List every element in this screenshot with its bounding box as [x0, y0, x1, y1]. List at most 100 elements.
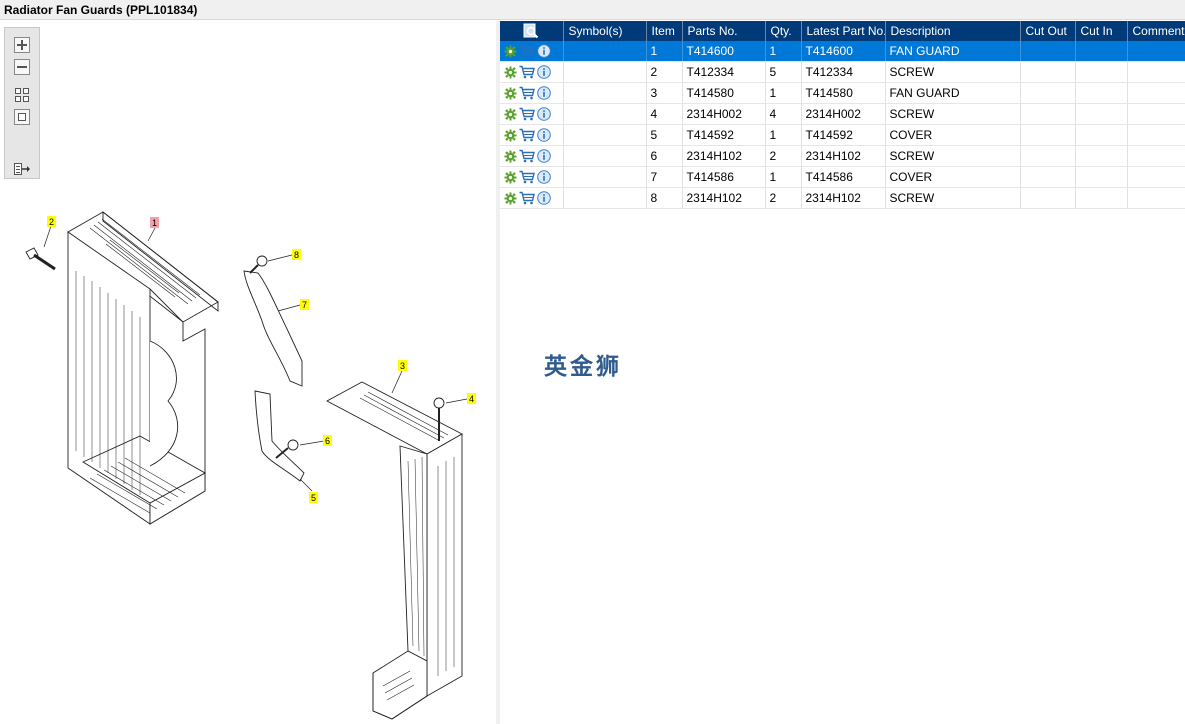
magnify-icon[interactable]: [523, 23, 539, 39]
cart-icon[interactable]: [519, 191, 535, 205]
column-header-cut-in[interactable]: Cut In: [1075, 21, 1128, 41]
cell-cut-out: [1020, 82, 1076, 104]
info-icon[interactable]: [537, 149, 551, 164]
callout-6[interactable]: 6: [323, 435, 332, 446]
cell-cut-out: [1020, 124, 1076, 146]
column-header-qty[interactable]: Qty.: [765, 21, 802, 41]
gear-icon[interactable]: [504, 66, 517, 79]
cell-item: 4: [646, 103, 683, 125]
part-3-fan-guard: [326, 381, 463, 720]
cell-symbols: [563, 124, 647, 146]
callout-6-label: 6: [325, 436, 330, 446]
column-header-description[interactable]: Description: [885, 21, 1021, 41]
cell-actions: [500, 103, 564, 125]
cell-symbols: [563, 166, 647, 188]
cell-latest-part-no: 2314H102: [801, 187, 886, 209]
cart-icon[interactable]: [519, 149, 535, 163]
gear-icon[interactable]: [504, 45, 517, 58]
info-icon[interactable]: [537, 44, 551, 59]
cell-latest-part-no: 2314H002: [801, 103, 886, 125]
callout-8[interactable]: 8: [292, 249, 301, 260]
cart-icon[interactable]: [519, 65, 535, 79]
gear-icon[interactable]: [504, 171, 517, 184]
cell-comment: [1127, 103, 1185, 125]
cart-icon[interactable]: [519, 128, 535, 142]
plus-icon: [14, 37, 30, 53]
column-header-comment[interactable]: Comment: [1127, 21, 1185, 41]
minus-icon: [14, 59, 30, 75]
cell-qty: 4: [765, 103, 802, 125]
cell-symbols: [563, 145, 647, 167]
pane-splitter[interactable]: [496, 21, 500, 724]
callout-8-label: 8: [294, 250, 299, 260]
part-2-screw: [25, 247, 56, 271]
info-icon[interactable]: [537, 65, 551, 80]
fit-all-button[interactable]: [13, 86, 31, 104]
callout-4[interactable]: 4: [467, 393, 476, 404]
zoom-out-button[interactable]: [13, 58, 31, 76]
zoom-in-button[interactable]: [13, 36, 31, 54]
info-icon[interactable]: [537, 86, 551, 101]
callout-5[interactable]: 5: [309, 492, 318, 503]
column-header-actions[interactable]: [500, 21, 564, 41]
column-header-cut-out[interactable]: Cut Out: [1020, 21, 1076, 41]
cell-comment: [1127, 145, 1185, 167]
info-icon[interactable]: [537, 128, 551, 143]
cell-description: COVER: [885, 124, 1021, 146]
cart-icon[interactable]: [519, 86, 535, 100]
column-header-latest-part-no[interactable]: Latest Part No.: [801, 21, 886, 41]
cell-description: SCREW: [885, 61, 1021, 83]
info-icon[interactable]: [537, 107, 551, 122]
column-header-symbols[interactable]: Symbol(s): [563, 21, 647, 41]
callout-7[interactable]: 7: [300, 299, 309, 310]
cell-parts-no: 2314H102: [682, 187, 766, 209]
gear-icon[interactable]: [504, 108, 517, 121]
gear-icon[interactable]: [504, 150, 517, 163]
cell-description: SCREW: [885, 187, 1021, 209]
zoom-toolbar: [4, 27, 40, 179]
cell-cut-out: [1020, 103, 1076, 125]
cart-icon[interactable]: [519, 170, 535, 184]
drawing-pane[interactable]: 1 2 3 4 5 6 7 8: [0, 21, 496, 724]
column-header-parts-no[interactable]: Parts No.: [682, 21, 766, 41]
cell-item: 6: [646, 145, 683, 167]
info-icon[interactable]: [537, 170, 551, 185]
callout-3-label: 3: [400, 361, 405, 371]
watermark: 英金狮: [544, 354, 622, 380]
callout-3[interactable]: 3: [398, 360, 407, 371]
cell-actions: [500, 145, 564, 167]
cell-cut-in: [1075, 82, 1128, 104]
cart-icon[interactable]: [519, 44, 535, 58]
cell-parts-no: T414586: [682, 166, 766, 188]
exploded-diagram[interactable]: 1 2 3 4 5 6 7 8: [0, 21, 496, 724]
cell-qty: 1: [765, 41, 802, 62]
part-5-cover: [254, 390, 305, 482]
title-bar: Radiator Fan Guards (PPL101834): [0, 0, 1185, 20]
cell-cut-out: [1020, 187, 1076, 209]
export-button[interactable]: [13, 160, 31, 178]
info-icon[interactable]: [537, 191, 551, 206]
cell-latest-part-no: 2314H102: [801, 145, 886, 167]
cell-cut-out: [1020, 166, 1076, 188]
gear-icon[interactable]: [504, 192, 517, 205]
cell-description: FAN GUARD: [885, 41, 1021, 62]
cell-item: 7: [646, 166, 683, 188]
part-6-screw: [275, 439, 299, 459]
gear-icon[interactable]: [504, 129, 517, 142]
column-header-item[interactable]: Item: [646, 21, 683, 41]
callout-2[interactable]: 2: [47, 216, 56, 227]
cart-icon[interactable]: [519, 107, 535, 121]
cell-cut-in: [1075, 41, 1128, 62]
gear-icon[interactable]: [504, 87, 517, 100]
cell-latest-part-no: T412334: [801, 61, 886, 83]
fit-window-button[interactable]: [13, 108, 31, 126]
callout-1[interactable]: 1: [150, 217, 159, 228]
